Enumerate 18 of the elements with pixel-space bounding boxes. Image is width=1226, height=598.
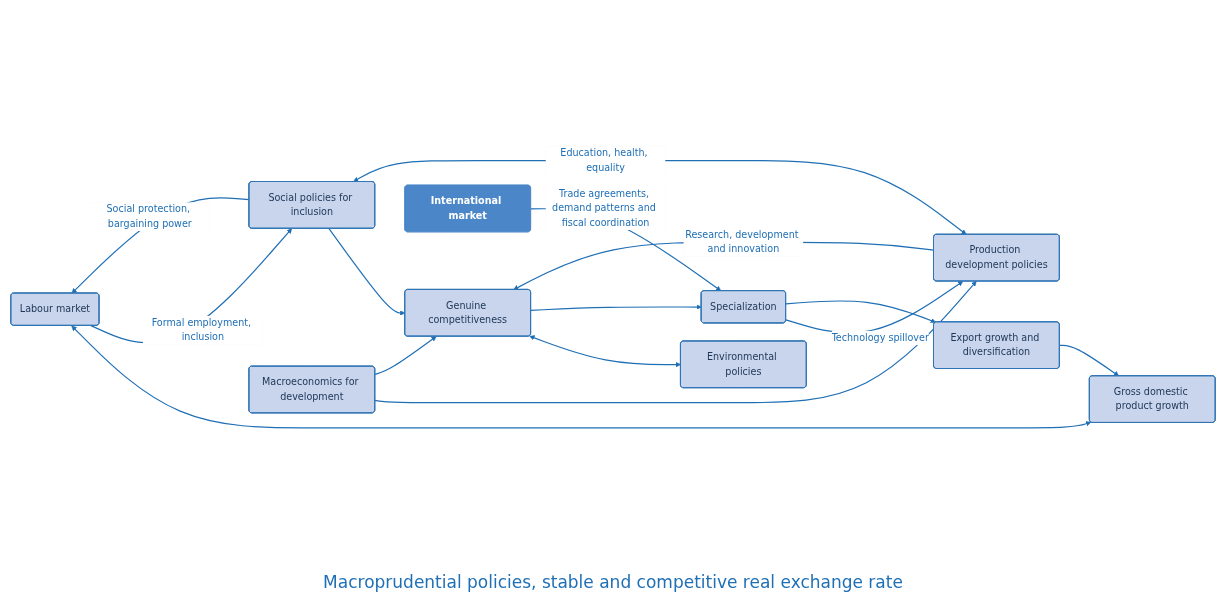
- arrow: [530, 304, 702, 311]
- edge-label: Technology spillover: [831, 332, 929, 344]
- arrow: [1059, 344, 1120, 377]
- arrow: [71, 325, 1092, 429]
- arrow: [529, 335, 681, 368]
- arrow: [353, 159, 967, 235]
- arrow: [785, 281, 964, 334]
- edge-label: Formal employment, inclusion: [151, 316, 252, 343]
- arrow: [374, 336, 437, 375]
- arrow: [785, 300, 936, 324]
- arrow: [328, 227, 406, 316]
- edge-label: Social protection, bargaining power: [106, 203, 192, 230]
- edge-label: Research, development and innovation: [685, 228, 799, 255]
- arrow: [71, 197, 250, 294]
- arrow: [374, 281, 977, 404]
- edge-label: Education, health, equality: [560, 147, 648, 174]
- note-text: Macroprudential policies, stable and competitive real exchange rate: [323, 572, 903, 592]
- edge-label: Trade agreements, demand patterns and fiscal coordination: [552, 188, 656, 229]
